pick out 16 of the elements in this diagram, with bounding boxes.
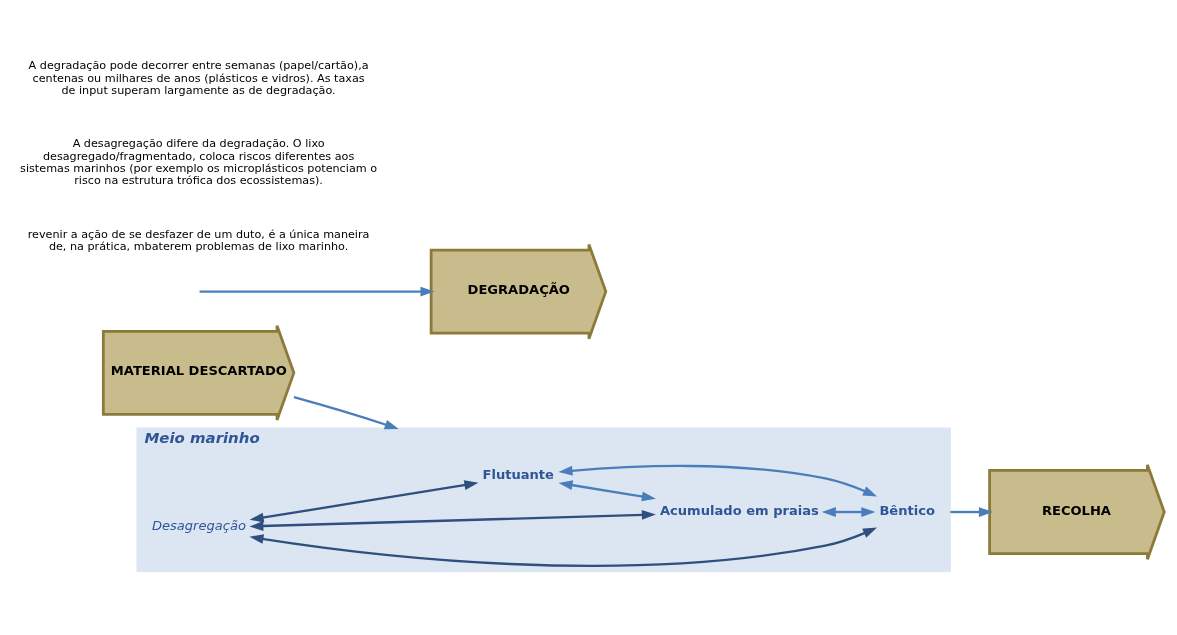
arrow <box>293 395 399 429</box>
label: A degradação pode decorrer entre semanas (papel/cartão),a centenas ou milhares de anos (plásticos e vidros). As taxas de input superam largamente as de degradação. <box>28 58 369 97</box>
node-text: Flutuante <box>482 466 554 482</box>
label: A desagregação difere da degradação. O lixo desagregado/fragmentado, coloca riscos diferentes aos sistemas marinhos (por exemplo os microplásticos potenciam o risco na estrutura trófica dos ecossistemas). <box>20 136 378 187</box>
node-text: Desagregação <box>151 517 246 533</box>
label: revenir a ação de se desfazer de um duto, é a única maneira de, na prática, mbaterem problemas de lixo marinho. <box>27 227 370 253</box>
arrow <box>249 527 878 567</box>
arrow <box>558 479 656 501</box>
node-text: Acumulado em praias <box>659 502 819 518</box>
arrow <box>821 506 876 517</box>
arrow <box>249 509 656 531</box>
arrow <box>558 464 878 497</box>
arrow <box>249 479 479 522</box>
arrow <box>950 506 993 517</box>
node-text: Bêntico <box>879 502 935 518</box>
arrow <box>199 286 435 297</box>
